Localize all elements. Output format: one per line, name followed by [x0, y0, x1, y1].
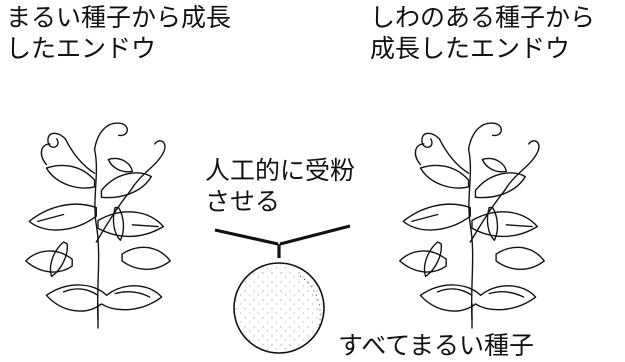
cross-connector-icon	[214, 224, 351, 258]
wrinkled-seed-pea-plant-icon	[399, 122, 545, 329]
round-seed-plant-label-line-1: まるい種子から成長	[6, 3, 232, 32]
artificial-pollination-label-line-2: させる	[205, 187, 281, 216]
wrinkled-seed-plant-label: しわのある種子から 成長したエンドウ	[370, 2, 595, 64]
offspring-result-label: すべてまるい種子	[338, 331, 535, 360]
wrinkled-seed-plant-label-line-1: しわのある種子から	[370, 3, 596, 32]
round-seed-icon	[233, 262, 325, 354]
artificial-pollination-label-line-1: 人工的に受粉	[205, 156, 356, 185]
round-seed-plant-label-line-2: したエンドウ	[6, 34, 157, 63]
round-seed-plant-label: まるい種子から成長 したエンドウ	[6, 2, 231, 64]
artificial-pollination-label: 人工的に受粉 させる	[205, 155, 355, 217]
round-seed-pea-plant-icon	[25, 122, 171, 329]
wrinkled-seed-plant-label-line-2: 成長したエンドウ	[370, 34, 571, 63]
